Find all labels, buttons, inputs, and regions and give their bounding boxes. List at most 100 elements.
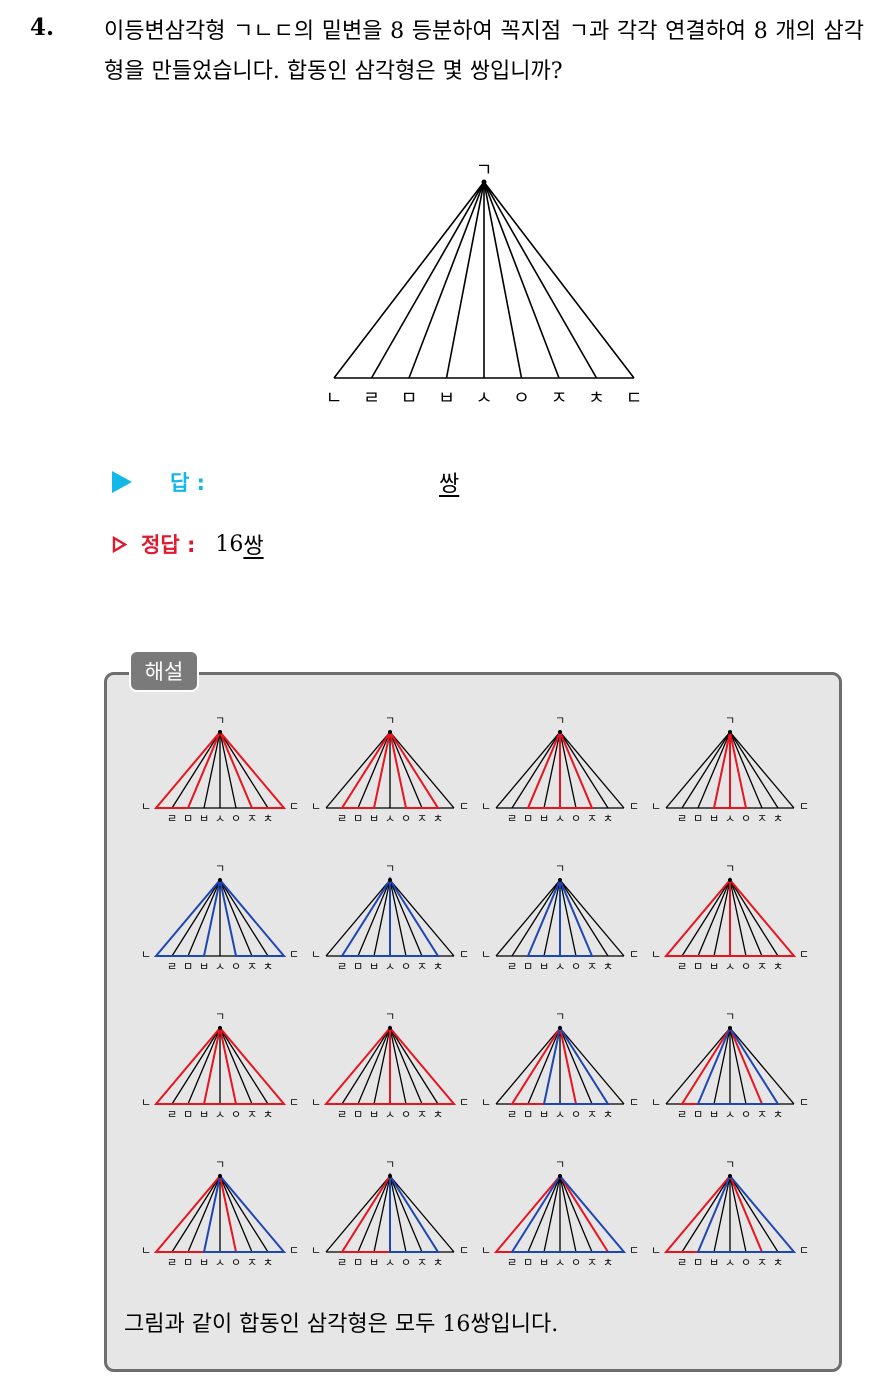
mini-ray (187, 1027, 221, 1105)
mini-ray (219, 1027, 253, 1105)
congruent-triangle (202, 1025, 287, 1105)
base-label: ㅇ (513, 388, 530, 409)
mini-base-label: ㅇ (571, 960, 581, 973)
question-text: 이등변삼각형 ㄱㄴㄷ의 밑변을 8 등분하여 꼭지점 ㄱ과 각각 연결하여 8 … (104, 19, 864, 84)
mini-base-label: ㅊ (263, 1256, 273, 1269)
mini-base-label: ㅇ (571, 812, 581, 825)
mini-ray (559, 879, 577, 957)
mini-ray (389, 1175, 455, 1253)
mini-base-label: ㅂ (369, 960, 379, 973)
mini-apex-point (388, 878, 392, 882)
mini-base-label: ㅂ (539, 960, 549, 973)
mini-apex-label: ㄱ (215, 1158, 225, 1171)
mini-base-label: ㄷ (459, 1096, 469, 1109)
mini-apex-label: ㄱ (555, 1158, 565, 1171)
mini-apex-point (558, 1174, 562, 1178)
mini-ray (543, 731, 561, 809)
mini-base-label: ㄷ (289, 1244, 299, 1257)
mini-base-label: ㄹ (677, 960, 687, 973)
mini-base-label: ㅂ (369, 812, 379, 825)
mini-apex-point (558, 878, 562, 882)
mini-base-label: ㅈ (757, 1108, 767, 1121)
mini-base-label: ㅅ (215, 1108, 225, 1121)
mini-base-label: ㄷ (289, 1096, 299, 1109)
mini-base-label: ㅅ (725, 812, 735, 825)
mini-base-label: ㅊ (773, 960, 783, 973)
mini-base-label: ㄹ (337, 1256, 347, 1269)
mini-base-label: ㅂ (199, 1256, 209, 1269)
mini-ray (171, 1027, 221, 1105)
explanation-conclusion: 그림과 같이 합동인 삼각형은 모두 16쌍입니다. (124, 1312, 559, 1337)
mini-ray (665, 731, 731, 809)
mini-base-label: ㅁ (183, 1256, 193, 1269)
congruent-triangle (729, 731, 748, 809)
mini-ray (559, 1175, 593, 1253)
mini-ray (729, 731, 795, 809)
mini-base-label: ㅂ (199, 1108, 209, 1121)
mini-ray (697, 879, 731, 957)
ray-line (483, 181, 635, 379)
mini-base-label: ㅅ (555, 1108, 565, 1121)
mini-apex-label: ㄱ (385, 714, 395, 727)
mini-ray (697, 731, 731, 809)
mini-base-label: ㅊ (603, 1256, 613, 1269)
mini-base-label: ㄷ (289, 948, 299, 961)
mini-base-label: ㅂ (709, 812, 719, 825)
mini-ray (681, 879, 731, 957)
mini-ray (681, 1175, 731, 1253)
mini-base-label: ㅊ (603, 960, 613, 973)
mini-base-label: ㅇ (401, 960, 411, 973)
mini-ray (187, 879, 221, 957)
mini-ray (559, 731, 609, 809)
correct-value: 16 (215, 531, 244, 557)
ray-line (370, 181, 485, 379)
mini-base-label: ㅅ (725, 1108, 735, 1121)
correct-marker-icon (112, 535, 127, 553)
mini-base-label: ㅅ (215, 960, 225, 973)
mini-base-label: ㄹ (337, 812, 347, 825)
correct-label: 정답 : (141, 533, 196, 557)
mini-base-label: ㄴ (311, 1244, 321, 1257)
mini-base-label: ㅁ (693, 1108, 703, 1121)
mini-base-label: ㄹ (677, 812, 687, 825)
mini-ray (373, 879, 391, 957)
mini-base-label: ㅊ (433, 960, 443, 973)
question-number: 4. (30, 14, 55, 41)
congruent-triangle (340, 876, 391, 957)
mini-base-label: ㅂ (369, 1256, 379, 1269)
mini-base-label: ㅈ (757, 960, 767, 973)
mini-base-label: ㄴ (481, 1244, 491, 1257)
mini-base-label: ㄴ (141, 948, 151, 961)
mini-base-label: ㅈ (587, 960, 597, 973)
congruent-triangle (202, 1173, 287, 1253)
mini-ray (373, 1027, 391, 1105)
mini-ray (171, 731, 221, 809)
congruent-triangle (153, 1025, 238, 1105)
congruent-triangle (219, 731, 287, 809)
mini-base-label: ㅅ (385, 1256, 395, 1269)
apex-point (481, 179, 487, 185)
mini-base-label: ㅁ (693, 812, 703, 825)
mini-base-label: ㄹ (677, 1256, 687, 1269)
base-label: ㄴ (326, 388, 343, 409)
mini-base-label: ㄹ (337, 960, 347, 973)
mini-apex-point (388, 1174, 392, 1178)
mini-ray (511, 879, 561, 957)
congruent-triangle (340, 1172, 391, 1253)
mini-base-label: ㄴ (651, 800, 661, 813)
mini-apex-label: ㄱ (725, 1010, 735, 1023)
mini-ray (495, 879, 561, 957)
mini-base-label: ㄷ (459, 948, 469, 961)
mini-base-label: ㄷ (799, 1244, 809, 1257)
mini-apex-point (388, 1026, 392, 1030)
mini-ray (373, 1175, 391, 1253)
